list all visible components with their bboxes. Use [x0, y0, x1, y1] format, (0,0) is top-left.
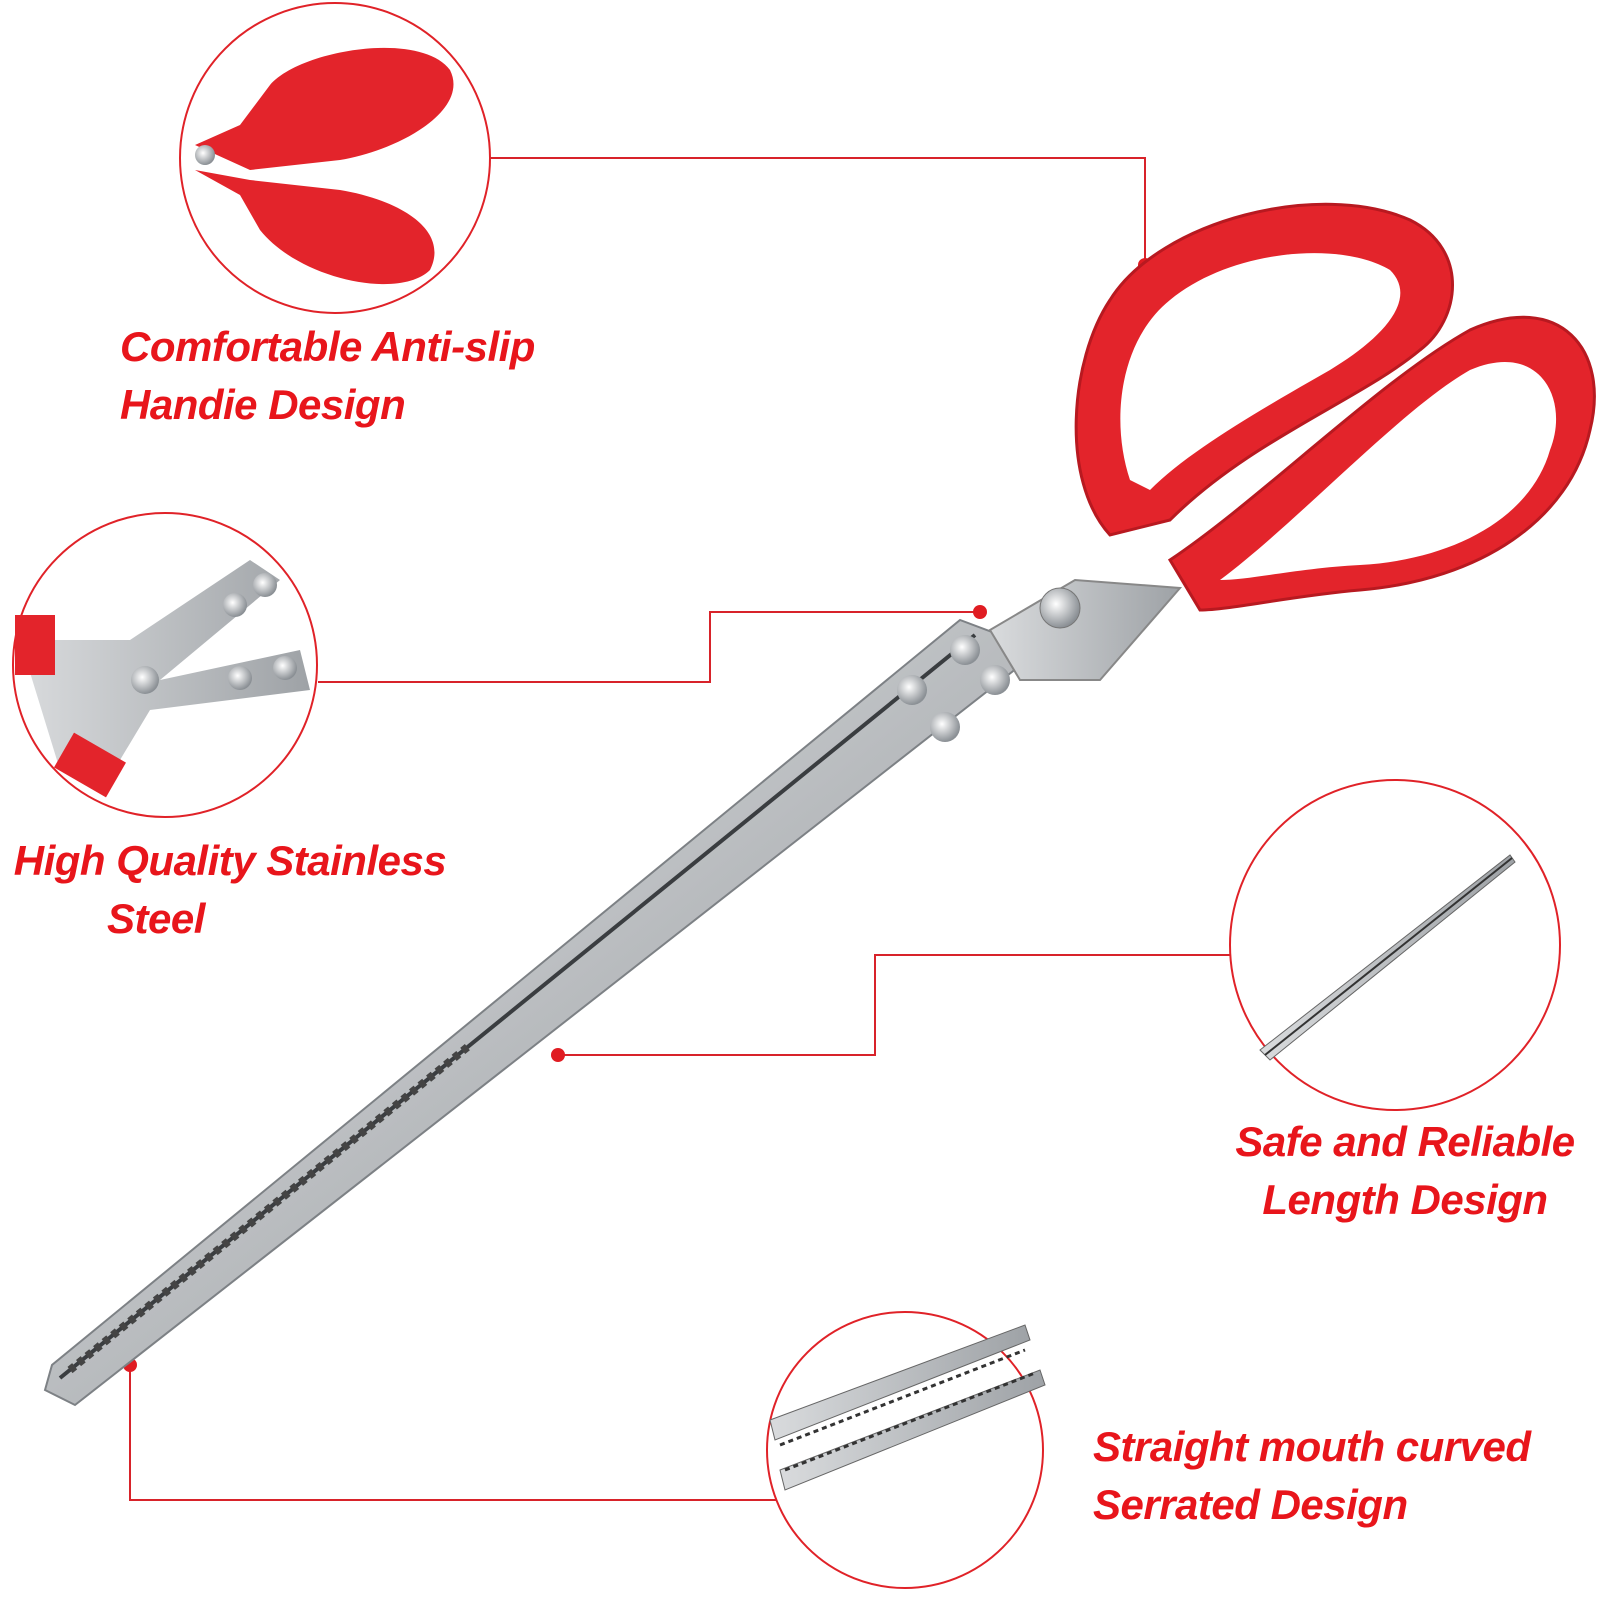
callout-tip: Straight mouth curved Serrated Design: [1093, 1418, 1531, 1534]
callout-length-line2: Length Design: [1262, 1176, 1548, 1223]
inset-tip: [766, 1311, 1046, 1589]
tongs-main: [43, 202, 1596, 1407]
callout-tip-line1: Straight mouth curved: [1093, 1423, 1531, 1470]
callout-handle-line2: Handie Design: [120, 381, 406, 428]
callout-handle-line1: Comfortable Anti-slip: [120, 323, 535, 370]
inset-length: [1229, 779, 1561, 1111]
callout-handle: Comfortable Anti-slip Handie Design: [120, 318, 535, 434]
callout-steel: High Quality Stainless Steel: [5, 832, 455, 948]
inset-steel: [12, 512, 318, 818]
callout-tip-line2: Serrated Design: [1093, 1481, 1408, 1528]
callout-steel-line2: Steel: [107, 895, 205, 942]
inset-handle: [179, 2, 491, 314]
callout-length: Safe and Reliable Length Design: [1225, 1113, 1585, 1229]
callout-length-line1: Safe and Reliable: [1235, 1118, 1575, 1165]
callout-steel-line1: High Quality Stainless: [13, 837, 447, 884]
callout-lines: [129, 157, 1250, 1501]
